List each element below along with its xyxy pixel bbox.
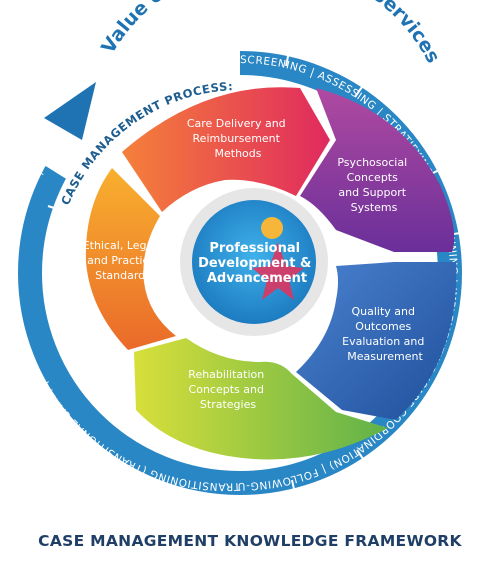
step-separators (47, 41, 473, 504)
process-step: | EVALUATING (0, 0, 59, 180)
segment-rehabilitation (134, 338, 388, 460)
segment-ethical (85, 168, 176, 350)
title-gap (44, 44, 240, 180)
label-ethical: Ethical, Legal, and Practice Standards (83, 239, 164, 282)
domain-segments (85, 87, 457, 460)
framework-footer-title: CASE MANAGEMENT KNOWLEDGE FRAMEWORK (38, 532, 462, 550)
label-care-delivery: Care Delivery and Reimbursement Methods (187, 117, 289, 160)
center-label: Professional Development & Advancement (198, 241, 316, 286)
label-psychosocial: Psychosocial Concepts and Support System… (337, 156, 410, 214)
label-rehabilitation: Rehabilitation Concepts and Strategies (188, 368, 267, 411)
segment-psychosocial (300, 88, 455, 252)
sun-icon (261, 217, 283, 239)
segment-quality (296, 262, 457, 420)
ring-arrow-icon (44, 82, 96, 140)
segment-care-delivery (122, 87, 330, 212)
star-icon (252, 242, 304, 300)
label-quality: Quality and Outcomes Evaluation and Meas… (342, 305, 428, 363)
